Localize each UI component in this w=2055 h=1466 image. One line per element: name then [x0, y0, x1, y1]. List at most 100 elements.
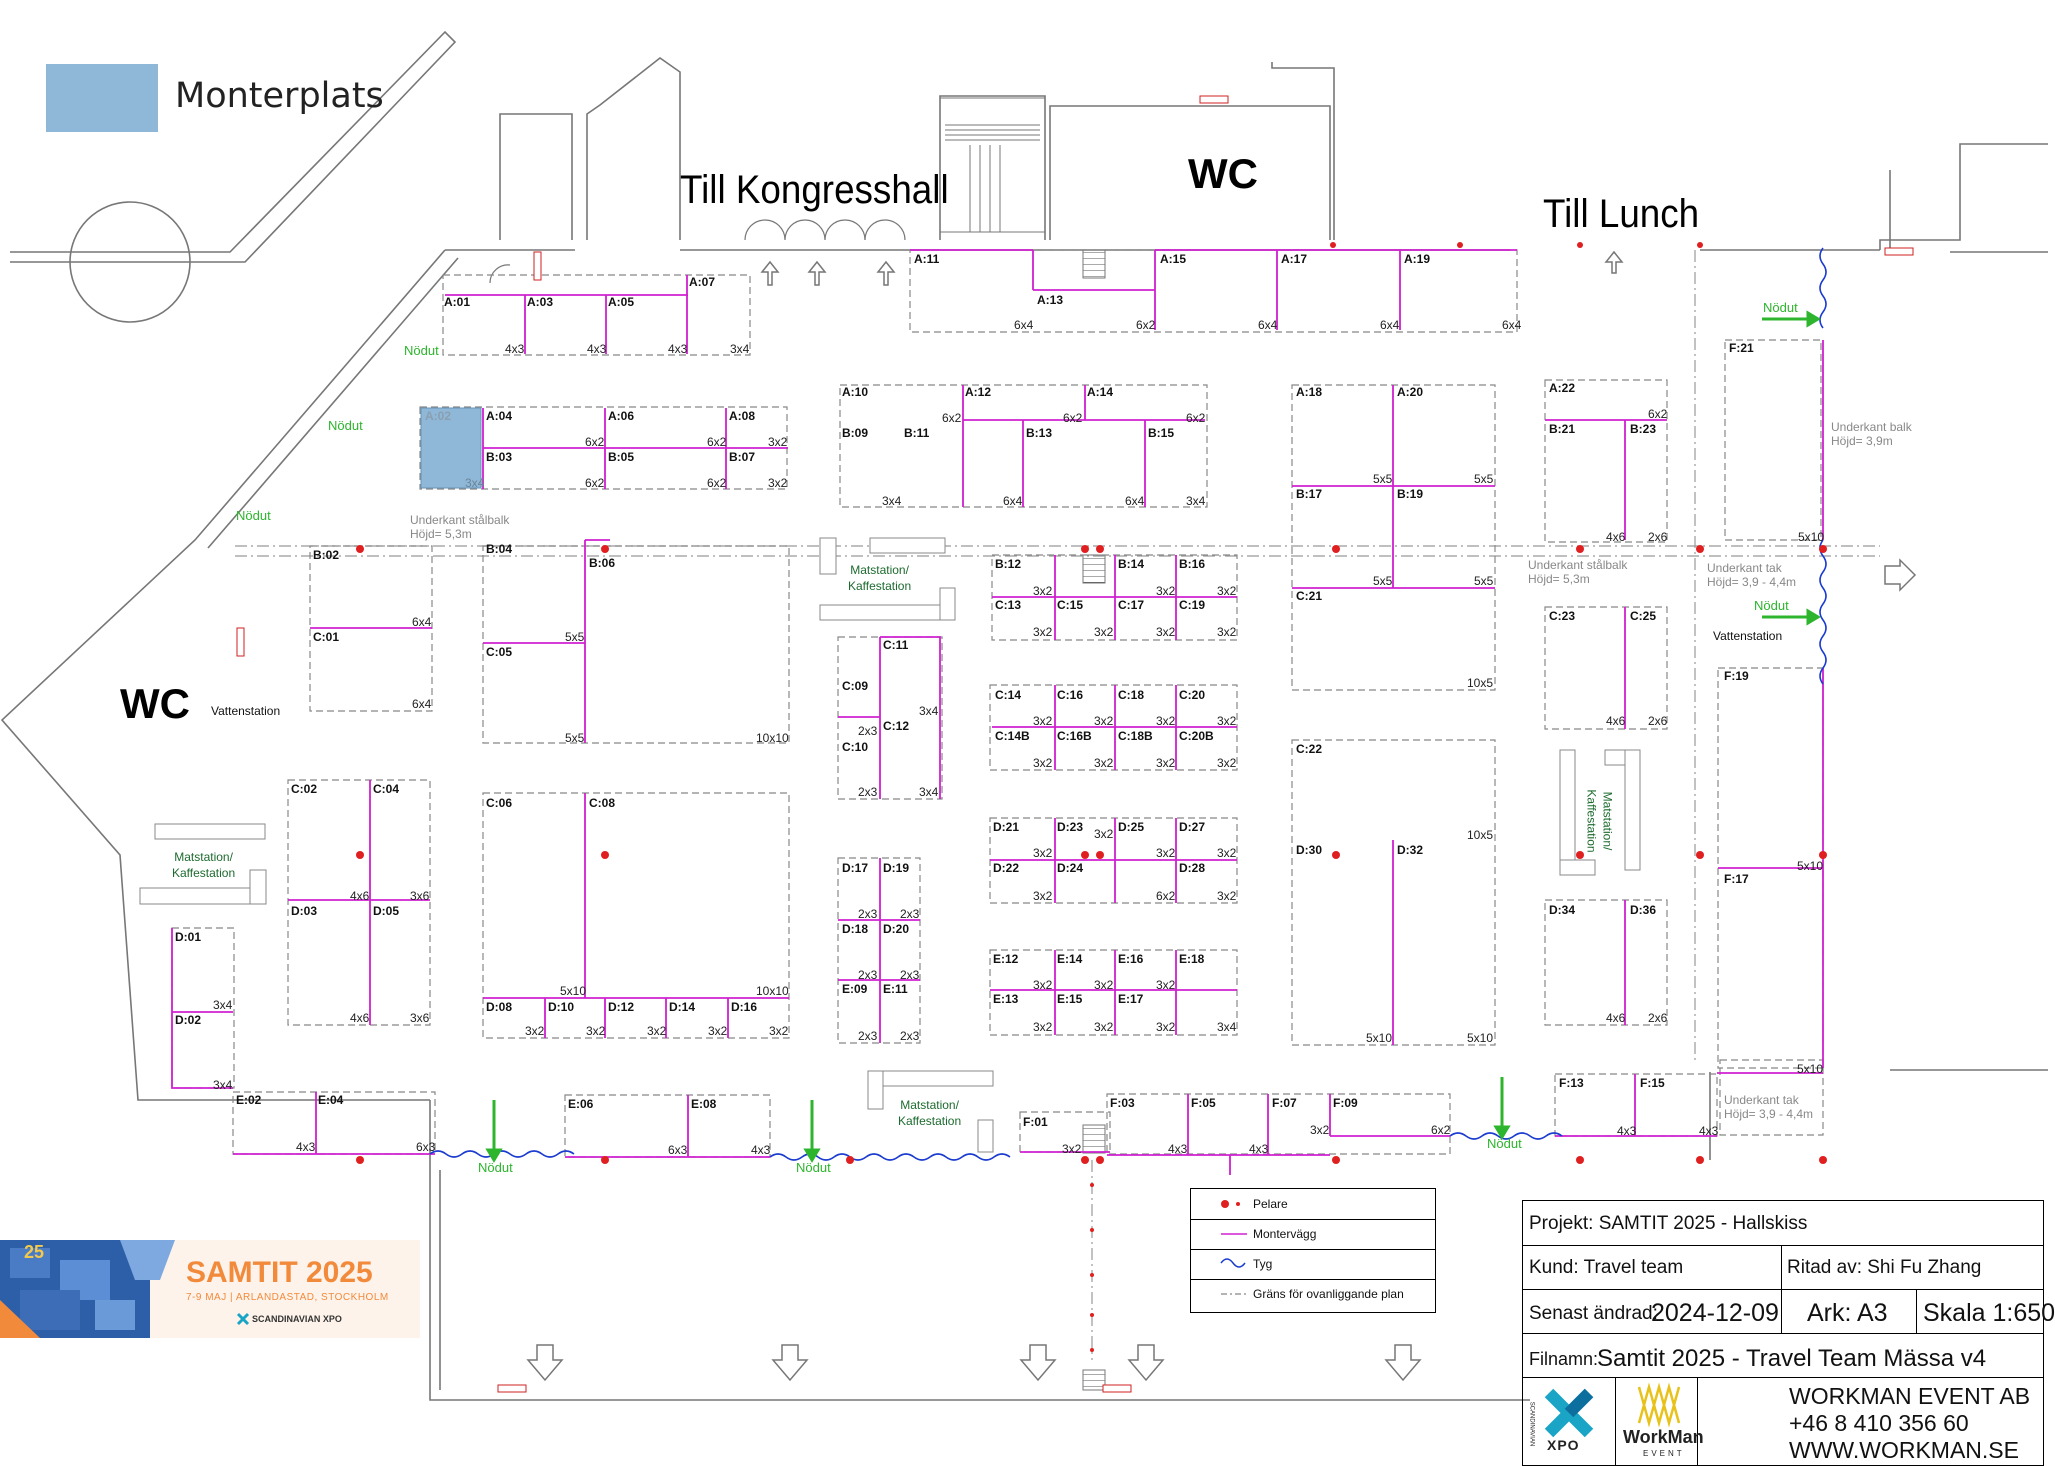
booth-label[interactable]: E:14: [1057, 952, 1083, 966]
booth-label[interactable]: A:18: [1296, 385, 1323, 399]
booth-label[interactable]: F:19: [1724, 669, 1749, 683]
booth-label[interactable]: B:03: [486, 450, 513, 464]
booth-label[interactable]: A:04: [486, 409, 513, 423]
booth-label[interactable]: A:14: [1087, 385, 1114, 399]
booth-label[interactable]: B:21: [1549, 422, 1576, 436]
booth-label[interactable]: F:21: [1729, 341, 1754, 355]
booth-label[interactable]: C:25: [1630, 609, 1657, 623]
booth-label[interactable]: F:03: [1110, 1096, 1135, 1110]
booth-label[interactable]: B:14: [1118, 557, 1145, 571]
booth-label[interactable]: A:13: [1037, 293, 1064, 307]
booth-label[interactable]: E:18: [1179, 952, 1205, 966]
booth-label[interactable]: A:15: [1160, 252, 1187, 266]
booth-label[interactable]: C:16B: [1057, 729, 1092, 743]
booth-label[interactable]: B:11: [904, 426, 930, 440]
booth-label[interactable]: A:06: [608, 409, 635, 423]
booth-label[interactable]: D:12: [608, 1000, 635, 1014]
booth-label[interactable]: D:10: [548, 1000, 575, 1014]
booth-label[interactable]: A:03: [527, 295, 554, 309]
booth-label[interactable]: A:22: [1549, 381, 1576, 395]
booth-label[interactable]: E:08: [691, 1097, 717, 1111]
booth-label[interactable]: C:17: [1118, 598, 1145, 612]
booth-label[interactable]: C:18B: [1118, 729, 1153, 743]
booth-label[interactable]: D:19: [883, 861, 910, 875]
booth-label[interactable]: E:09: [842, 982, 868, 996]
booth-label[interactable]: B:06: [589, 556, 616, 570]
booth-label[interactable]: D:08: [486, 1000, 513, 1014]
booth-label[interactable]: B:04: [486, 542, 513, 556]
booth-label[interactable]: D:24: [1057, 861, 1084, 875]
booth-label[interactable]: A:08: [729, 409, 756, 423]
booth-label[interactable]: C:01: [313, 630, 340, 644]
booth-label[interactable]: D:22: [993, 861, 1020, 875]
booth-label[interactable]: D:30: [1296, 843, 1323, 857]
booth-label[interactable]: C:16: [1057, 688, 1084, 702]
booth-label[interactable]: C:15: [1057, 598, 1084, 612]
booth-label[interactable]: C:02: [291, 782, 318, 796]
booth-label[interactable]: B:16: [1179, 557, 1206, 571]
booth-label[interactable]: E:12: [993, 952, 1019, 966]
booth-label[interactable]: D:18: [842, 922, 869, 936]
booth-label[interactable]: E:17: [1118, 992, 1144, 1006]
booth-label[interactable]: C:13: [995, 598, 1022, 612]
booth-label[interactable]: B:19: [1397, 487, 1424, 501]
booth-label[interactable]: B:02: [313, 548, 340, 562]
booth-label[interactable]: E:15: [1057, 992, 1083, 1006]
booth-label[interactable]: A:10: [842, 385, 869, 399]
booth-label[interactable]: C:09: [842, 679, 869, 693]
booth-label[interactable]: B:05: [608, 450, 635, 464]
highlighted-booth-A02[interactable]: [420, 407, 482, 489]
booth-label[interactable]: B:12: [995, 557, 1022, 571]
booth-label[interactable]: F:01: [1023, 1115, 1048, 1129]
booth-label[interactable]: D:03: [291, 904, 318, 918]
booth-label[interactable]: C:05: [486, 645, 513, 659]
booth-label[interactable]: A:01: [444, 295, 471, 309]
booth-label[interactable]: D:02: [175, 1013, 202, 1027]
booth-label[interactable]: D:23: [1057, 820, 1084, 834]
booth-label[interactable]: E:13: [993, 992, 1019, 1006]
booth-label[interactable]: D:16: [731, 1000, 758, 1014]
booth-label[interactable]: C:22: [1296, 742, 1323, 756]
booth-label[interactable]: B:13: [1026, 426, 1053, 440]
booth-label[interactable]: E:02: [236, 1093, 262, 1107]
booth-label[interactable]: D:34: [1549, 903, 1576, 917]
booth-label[interactable]: F:05: [1191, 1096, 1216, 1110]
booth-label[interactable]: D:36: [1630, 903, 1657, 917]
booth-label[interactable]: F:15: [1640, 1076, 1665, 1090]
booth-label[interactable]: B:17: [1296, 487, 1323, 501]
booth-label[interactable]: F:09: [1333, 1096, 1358, 1110]
booth-label[interactable]: D:05: [373, 904, 400, 918]
booth-label[interactable]: C:12: [883, 719, 910, 733]
booth-label[interactable]: D:17: [842, 861, 869, 875]
booth-label[interactable]: D:01: [175, 930, 202, 944]
booth-label[interactable]: D:21: [993, 820, 1020, 834]
booth-label[interactable]: C:14: [995, 688, 1022, 702]
booth-label[interactable]: B:07: [729, 450, 756, 464]
booth-label[interactable]: A:11: [914, 252, 940, 266]
booth-label[interactable]: C:14B: [995, 729, 1030, 743]
booth-label[interactable]: C:23: [1549, 609, 1576, 623]
booth-label[interactable]: A:07: [689, 275, 716, 289]
booth-label[interactable]: E:06: [568, 1097, 594, 1111]
booth-label[interactable]: D:27: [1179, 820, 1206, 834]
booth-label[interactable]: C:10: [842, 740, 869, 754]
booth-label[interactable]: D:20: [883, 922, 910, 936]
booth-label[interactable]: D:25: [1118, 820, 1145, 834]
booth-label[interactable]: A:17: [1281, 252, 1308, 266]
booth-label[interactable]: C:06: [486, 796, 513, 810]
booth-label[interactable]: F:13: [1559, 1076, 1584, 1090]
booth-label[interactable]: C:04: [373, 782, 400, 796]
booth-label[interactable]: F:17: [1724, 872, 1749, 886]
booth-label[interactable]: A:19: [1404, 252, 1431, 266]
booth-label[interactable]: A:12: [965, 385, 992, 399]
booth-label[interactable]: C:19: [1179, 598, 1206, 612]
booth-label[interactable]: C:21: [1296, 589, 1323, 603]
booth-label[interactable]: D:28: [1179, 861, 1206, 875]
booth-label[interactable]: A:02: [425, 409, 452, 423]
booth-label[interactable]: C:20: [1179, 688, 1206, 702]
booth-label[interactable]: F:07: [1272, 1096, 1297, 1110]
booth-label[interactable]: C:18: [1118, 688, 1145, 702]
booth-label[interactable]: C:20B: [1179, 729, 1214, 743]
booth-label[interactable]: E:11: [883, 982, 908, 996]
booth-label[interactable]: A:05: [608, 295, 635, 309]
